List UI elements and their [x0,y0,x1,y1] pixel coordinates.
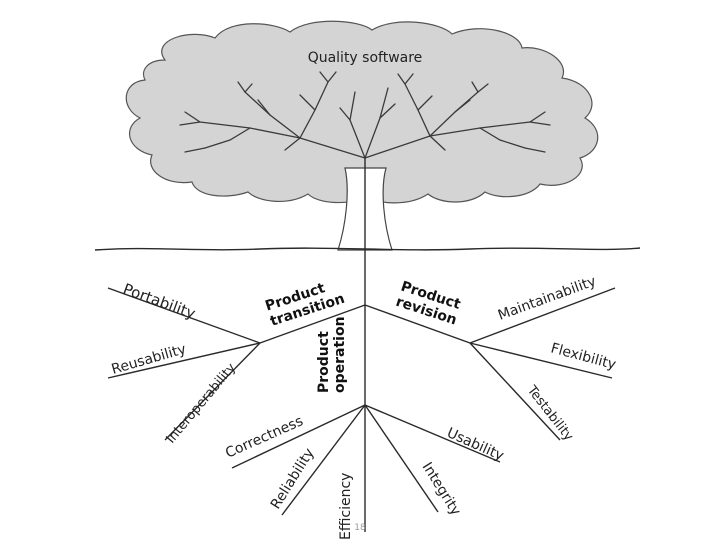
svg-text:Product: Product [316,331,332,393]
factor-maintainability: Maintainability [496,273,598,323]
factor-reusability: Reusability [110,341,188,378]
revision-roots [364,287,616,441]
factor-reliability: Reliability [268,446,318,512]
svg-text:operation: operation [332,316,348,393]
tree-branches [179,71,551,159]
transition-roots [107,287,366,441]
page-number: 18 [354,523,366,533]
operation-roots [231,404,501,516]
category-revision-label: Product revision [394,279,463,329]
diagram-title: Quality software [308,50,423,66]
factor-efficiency: Efficiency [338,473,354,540]
factor-interoperability: Interoperability [164,360,240,446]
factor-usability: Usability [444,425,506,464]
category-operation-label: Product operation [316,316,348,393]
ground-line [94,247,641,251]
factor-correctness: Correctness [223,413,306,461]
factor-portability: Portability [121,280,198,323]
tree-canopy [125,20,599,204]
factor-flexibility: Flexibility [549,340,618,373]
factor-integrity: Integrity [419,460,464,519]
factor-testability: Testability [523,382,576,444]
